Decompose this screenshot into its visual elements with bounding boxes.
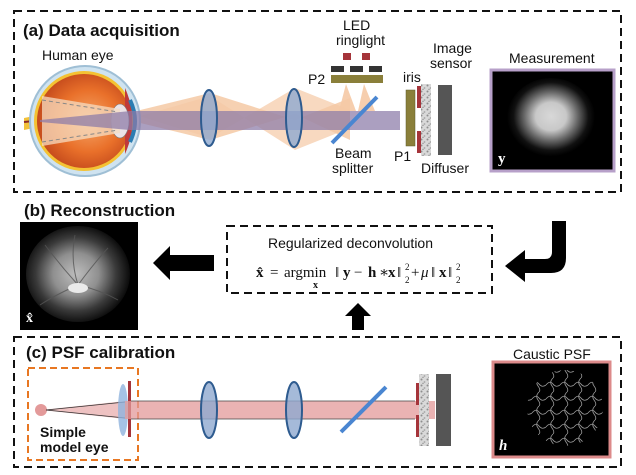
reconstruction-retina (26, 226, 130, 322)
diffuser-label: Diffuser (421, 160, 469, 176)
model-eye-lens (118, 384, 128, 436)
image-sensor-label-line2: sensor (430, 55, 472, 71)
polarizer-p2 (331, 75, 383, 83)
calib-lens-1 (200, 381, 218, 439)
arrow-left (153, 246, 214, 280)
beam-splitter (330, 95, 379, 145)
iris-top (417, 86, 421, 108)
eq-norm-open-1: ‖ (335, 265, 339, 281)
purple-imaging-beam (40, 111, 400, 130)
measurement-label: Measurement (509, 50, 595, 66)
optic-disc (68, 283, 88, 293)
beam-splitter-label-line2: splitter (332, 160, 374, 176)
panel-c-frame (13, 336, 622, 468)
eq-norm-close-2: ‖ (448, 265, 452, 281)
measurement-symbol: y (498, 151, 506, 167)
image-sensor-label-line1: Image (433, 40, 472, 56)
p2-label: P2 (308, 71, 325, 87)
calib-iris-top (416, 383, 419, 405)
led-light-cone-1 (339, 84, 356, 111)
calib-beam-splitter (339, 385, 388, 434)
led-housing-1 (331, 66, 344, 72)
panel-c-title: (c) PSF calibration (26, 343, 175, 362)
psf-caustic-pattern (527, 370, 603, 446)
led-label-line1: LED (343, 17, 370, 33)
led-2 (362, 53, 370, 60)
psf-label: Caustic PSF (513, 346, 591, 362)
led-housing-3 (369, 66, 382, 72)
diffuser (421, 84, 431, 156)
eq-sub-2: 2 (456, 275, 461, 285)
polarizer-p1 (405, 89, 416, 147)
deconvolution-equation: x̂ = argmin x ‖ y − h ∗ x ‖ 2 2 + μ ‖ x … (256, 262, 461, 291)
iris-label: iris (403, 69, 421, 85)
eq-mu: μ (420, 265, 429, 281)
calib-iris-bottom (416, 415, 419, 437)
p1-label: P1 (394, 148, 411, 164)
calibration-beam (125, 401, 435, 419)
panel-a-title: (a) Data acquisition (23, 21, 180, 40)
measurement-blob (507, 78, 595, 158)
eq-norm-open-2: ‖ (431, 265, 435, 281)
eq-x-1: x (388, 265, 396, 281)
eq-norm-close-1: ‖ (397, 265, 401, 281)
eq-xhat: x̂ (256, 265, 264, 281)
beam-splitter-label-line1: Beam (335, 145, 372, 161)
calib-diffuser (419, 374, 429, 446)
eq-y: y (343, 265, 351, 281)
eq-plus: + (411, 265, 419, 281)
deconvolution-title: Regularized deconvolution (268, 235, 433, 251)
eq-minus: − (354, 265, 362, 281)
arrow-curved-return (505, 221, 566, 282)
ray-bottom (45, 409, 126, 419)
reconstruction-symbol: x̂ (26, 311, 33, 326)
model-eye-label-line1: Simple (40, 424, 86, 440)
ray-top (45, 401, 126, 411)
eq-sub-1: 2 (405, 275, 410, 285)
calib-lens-2 (285, 381, 303, 439)
model-eye-cone (41, 401, 125, 419)
eq-equals: = (270, 265, 278, 281)
led-label-line2: ringlight (336, 32, 385, 48)
eq-argmin-sub: x (313, 280, 318, 291)
eq-x-2: x (439, 265, 447, 281)
led-housing-2 (350, 66, 363, 72)
iris-bottom (417, 131, 421, 153)
image-sensor (438, 85, 452, 155)
model-eye-label-line2: model eye (40, 439, 109, 455)
eq-sup-1: 2 (405, 262, 410, 272)
lens-2 (285, 88, 303, 148)
deconvolution-box (226, 225, 493, 294)
eq-sup-2: 2 (456, 262, 461, 272)
eq-h: h (368, 265, 377, 281)
human-eye-label: Human eye (42, 47, 114, 63)
eq-convolve: ∗ (379, 265, 389, 281)
psf-symbol: h (499, 438, 507, 454)
lens-1 (200, 89, 218, 147)
arrow-up (345, 303, 371, 330)
eq-argmin: argmin (284, 265, 327, 281)
panel-a-frame (13, 10, 622, 193)
calib-image-sensor (436, 374, 451, 446)
panel-b-title: (b) Reconstruction (24, 201, 175, 220)
led-1 (343, 53, 351, 60)
